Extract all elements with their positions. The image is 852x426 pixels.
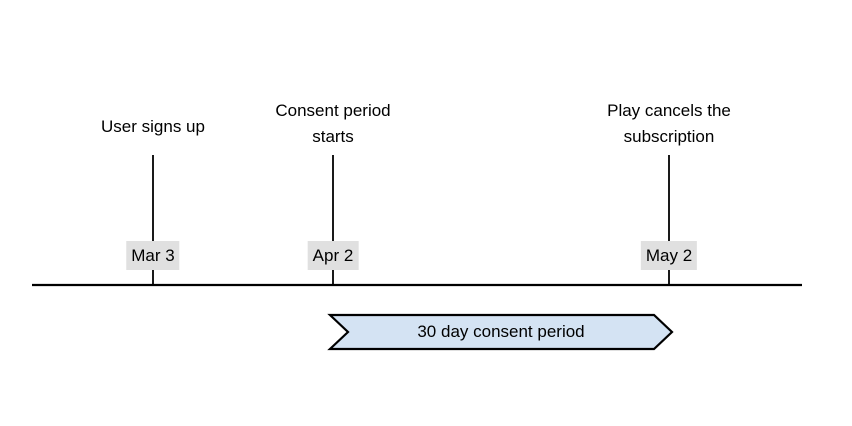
consent-period-banner-label: 30 day consent period xyxy=(417,322,585,341)
date-chip-apr-2: Apr 2 xyxy=(307,241,359,270)
milestone-label-user-signs-up: User signs up xyxy=(101,117,205,136)
date-chip-mar-3: Mar 3 xyxy=(126,241,180,270)
consent-period-banner-shape xyxy=(327,313,674,351)
milestone-label-play-cancels-subscription: Play cancels the subscription xyxy=(607,101,731,146)
date-chip-may-2: May 2 xyxy=(640,241,698,270)
milestone-label-consent-period-starts: Consent period starts xyxy=(275,101,391,146)
